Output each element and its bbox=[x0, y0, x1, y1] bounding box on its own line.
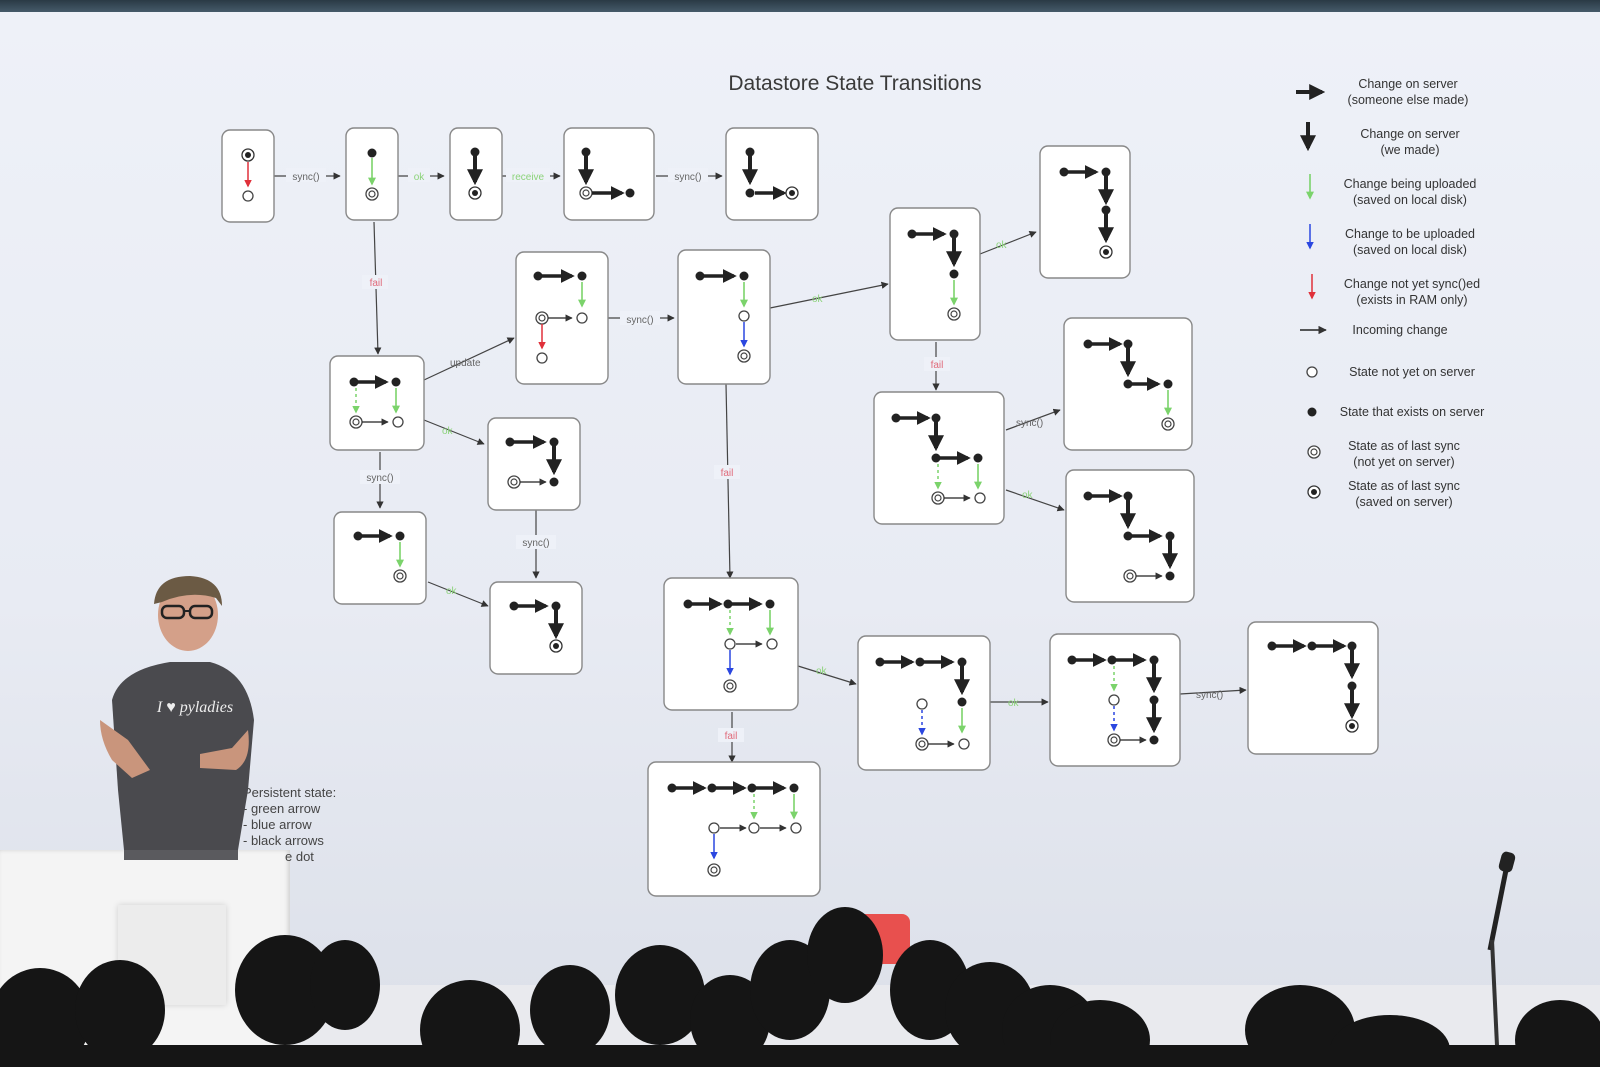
persistent-state-item: e dot bbox=[285, 849, 314, 864]
persistent-state-item: - blue arrow bbox=[243, 817, 312, 832]
edge-label-fail: fail bbox=[370, 278, 383, 289]
state-box-10 bbox=[1063, 317, 1193, 451]
persistent-state-item: - green arrow bbox=[243, 801, 321, 816]
double-ring-icon bbox=[1307, 445, 1321, 459]
state-box-15 bbox=[333, 511, 427, 605]
edge-label-ok: ok bbox=[812, 294, 824, 305]
edge-label-ok: ok bbox=[414, 172, 426, 183]
edge-label-ok: ok bbox=[1022, 490, 1034, 501]
edge-label-ok: ok bbox=[442, 426, 454, 437]
edge-label-sync: sync() bbox=[366, 473, 393, 484]
edge-label-ok: ok bbox=[446, 586, 458, 597]
state-boxes bbox=[221, 127, 1379, 897]
audience bbox=[0, 907, 1600, 1067]
projector-top-bar bbox=[0, 0, 1600, 14]
edge-label-receive: receive bbox=[512, 172, 545, 183]
filled-dot-icon bbox=[1307, 407, 1317, 417]
speaker-shirt-text: I ♥ pyladies bbox=[156, 699, 233, 716]
legend-label: Change on server bbox=[1360, 127, 1459, 141]
edge-label-ok: ok bbox=[996, 240, 1008, 251]
state-box-5 bbox=[725, 127, 819, 221]
edge-label-sync: sync() bbox=[292, 172, 319, 183]
speaker: I ♥ pyladies bbox=[100, 576, 254, 860]
edge-label-sync: sync() bbox=[522, 538, 549, 549]
microphone bbox=[1487, 851, 1516, 1067]
edge-label-sync: sync() bbox=[1196, 690, 1223, 701]
state-box-3 bbox=[449, 127, 503, 221]
state-box-4 bbox=[563, 127, 655, 221]
state-box-17 bbox=[663, 577, 799, 711]
legend-label: State not yet on server bbox=[1349, 365, 1475, 379]
persistent-state-heading: Persistent state: bbox=[243, 785, 336, 800]
edge-label-sync: sync() bbox=[674, 172, 701, 183]
edge-label-sync: sync() bbox=[626, 315, 653, 326]
state-box-9 bbox=[889, 207, 981, 341]
state-box-21 bbox=[1247, 621, 1379, 755]
state-box-2 bbox=[345, 127, 399, 221]
edge-label-fail: fail bbox=[725, 731, 738, 742]
state-box-16 bbox=[489, 581, 583, 675]
state-box-18 bbox=[647, 761, 821, 897]
legend-label: (not yet on server) bbox=[1353, 455, 1454, 469]
state-box-19 bbox=[857, 635, 991, 771]
state-box-14 bbox=[1065, 469, 1195, 603]
edge-label-sync: sync() bbox=[1016, 418, 1043, 429]
state-box-12 bbox=[487, 417, 581, 511]
transition-edges bbox=[274, 172, 1247, 763]
persistent-state-note: Persistent state: - green arrow - blue a… bbox=[243, 785, 336, 864]
legend-label: State as of last sync bbox=[1348, 439, 1460, 453]
legend-label: Change to be uploaded bbox=[1345, 227, 1475, 241]
edge-label-fail: fail bbox=[931, 360, 944, 371]
legend-label: (someone else made) bbox=[1348, 93, 1469, 107]
legend-label: (exists in RAM only) bbox=[1356, 293, 1467, 307]
legend-label: (saved on local disk) bbox=[1353, 193, 1467, 207]
legend-label: (saved on server) bbox=[1355, 495, 1452, 509]
edge-label-fail: fail bbox=[721, 468, 734, 479]
legend-label: Incoming change bbox=[1352, 323, 1447, 337]
legend-label: State that exists on server bbox=[1340, 405, 1485, 419]
legend-label: Change on server bbox=[1358, 77, 1457, 91]
legend-label: (we made) bbox=[1380, 143, 1439, 157]
edge-labels: sync() ok receive sync() fail update syn… bbox=[286, 168, 1223, 742]
legend-label: (saved on local disk) bbox=[1353, 243, 1467, 257]
edge-label-ok: ok bbox=[816, 666, 828, 677]
edge-label-update: update bbox=[450, 358, 481, 369]
legend-label: Change being uploaded bbox=[1344, 177, 1477, 191]
state-box-8 bbox=[677, 249, 771, 385]
legend: Change on server (someone else made) Cha… bbox=[1296, 77, 1484, 509]
edge-label-ok: ok bbox=[1008, 698, 1020, 709]
ring-dot-icon bbox=[1307, 485, 1321, 499]
state-box-11 bbox=[329, 355, 425, 451]
state-box-6 bbox=[1039, 145, 1131, 279]
state-box-7 bbox=[515, 251, 609, 385]
state-box-20 bbox=[1049, 633, 1181, 767]
state-box-1 bbox=[221, 129, 275, 223]
legend-label: State as of last sync bbox=[1348, 479, 1460, 493]
legend-label: Change not yet sync()ed bbox=[1344, 277, 1480, 291]
state-box-13 bbox=[873, 391, 1005, 525]
hollow-dot-icon bbox=[1306, 366, 1318, 378]
persistent-state-item: - black arrows bbox=[243, 833, 324, 848]
slide-title: Datastore State Transitions bbox=[728, 72, 981, 95]
